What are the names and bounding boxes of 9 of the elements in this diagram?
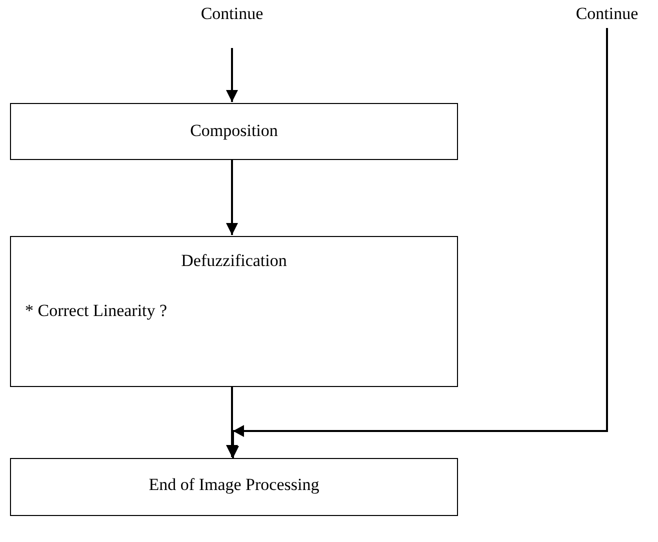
box-title: Defuzzification — [180, 251, 288, 271]
process-box — [10, 103, 458, 160]
step-label: Continue — [574, 4, 640, 24]
box-title: End of Image Processing — [148, 475, 320, 495]
process-box — [10, 236, 458, 387]
note-text: * Correct Linearity ? — [25, 301, 168, 321]
step-label: Continue — [200, 4, 264, 24]
box-title: Composition — [189, 121, 279, 141]
process-box — [10, 458, 458, 516]
